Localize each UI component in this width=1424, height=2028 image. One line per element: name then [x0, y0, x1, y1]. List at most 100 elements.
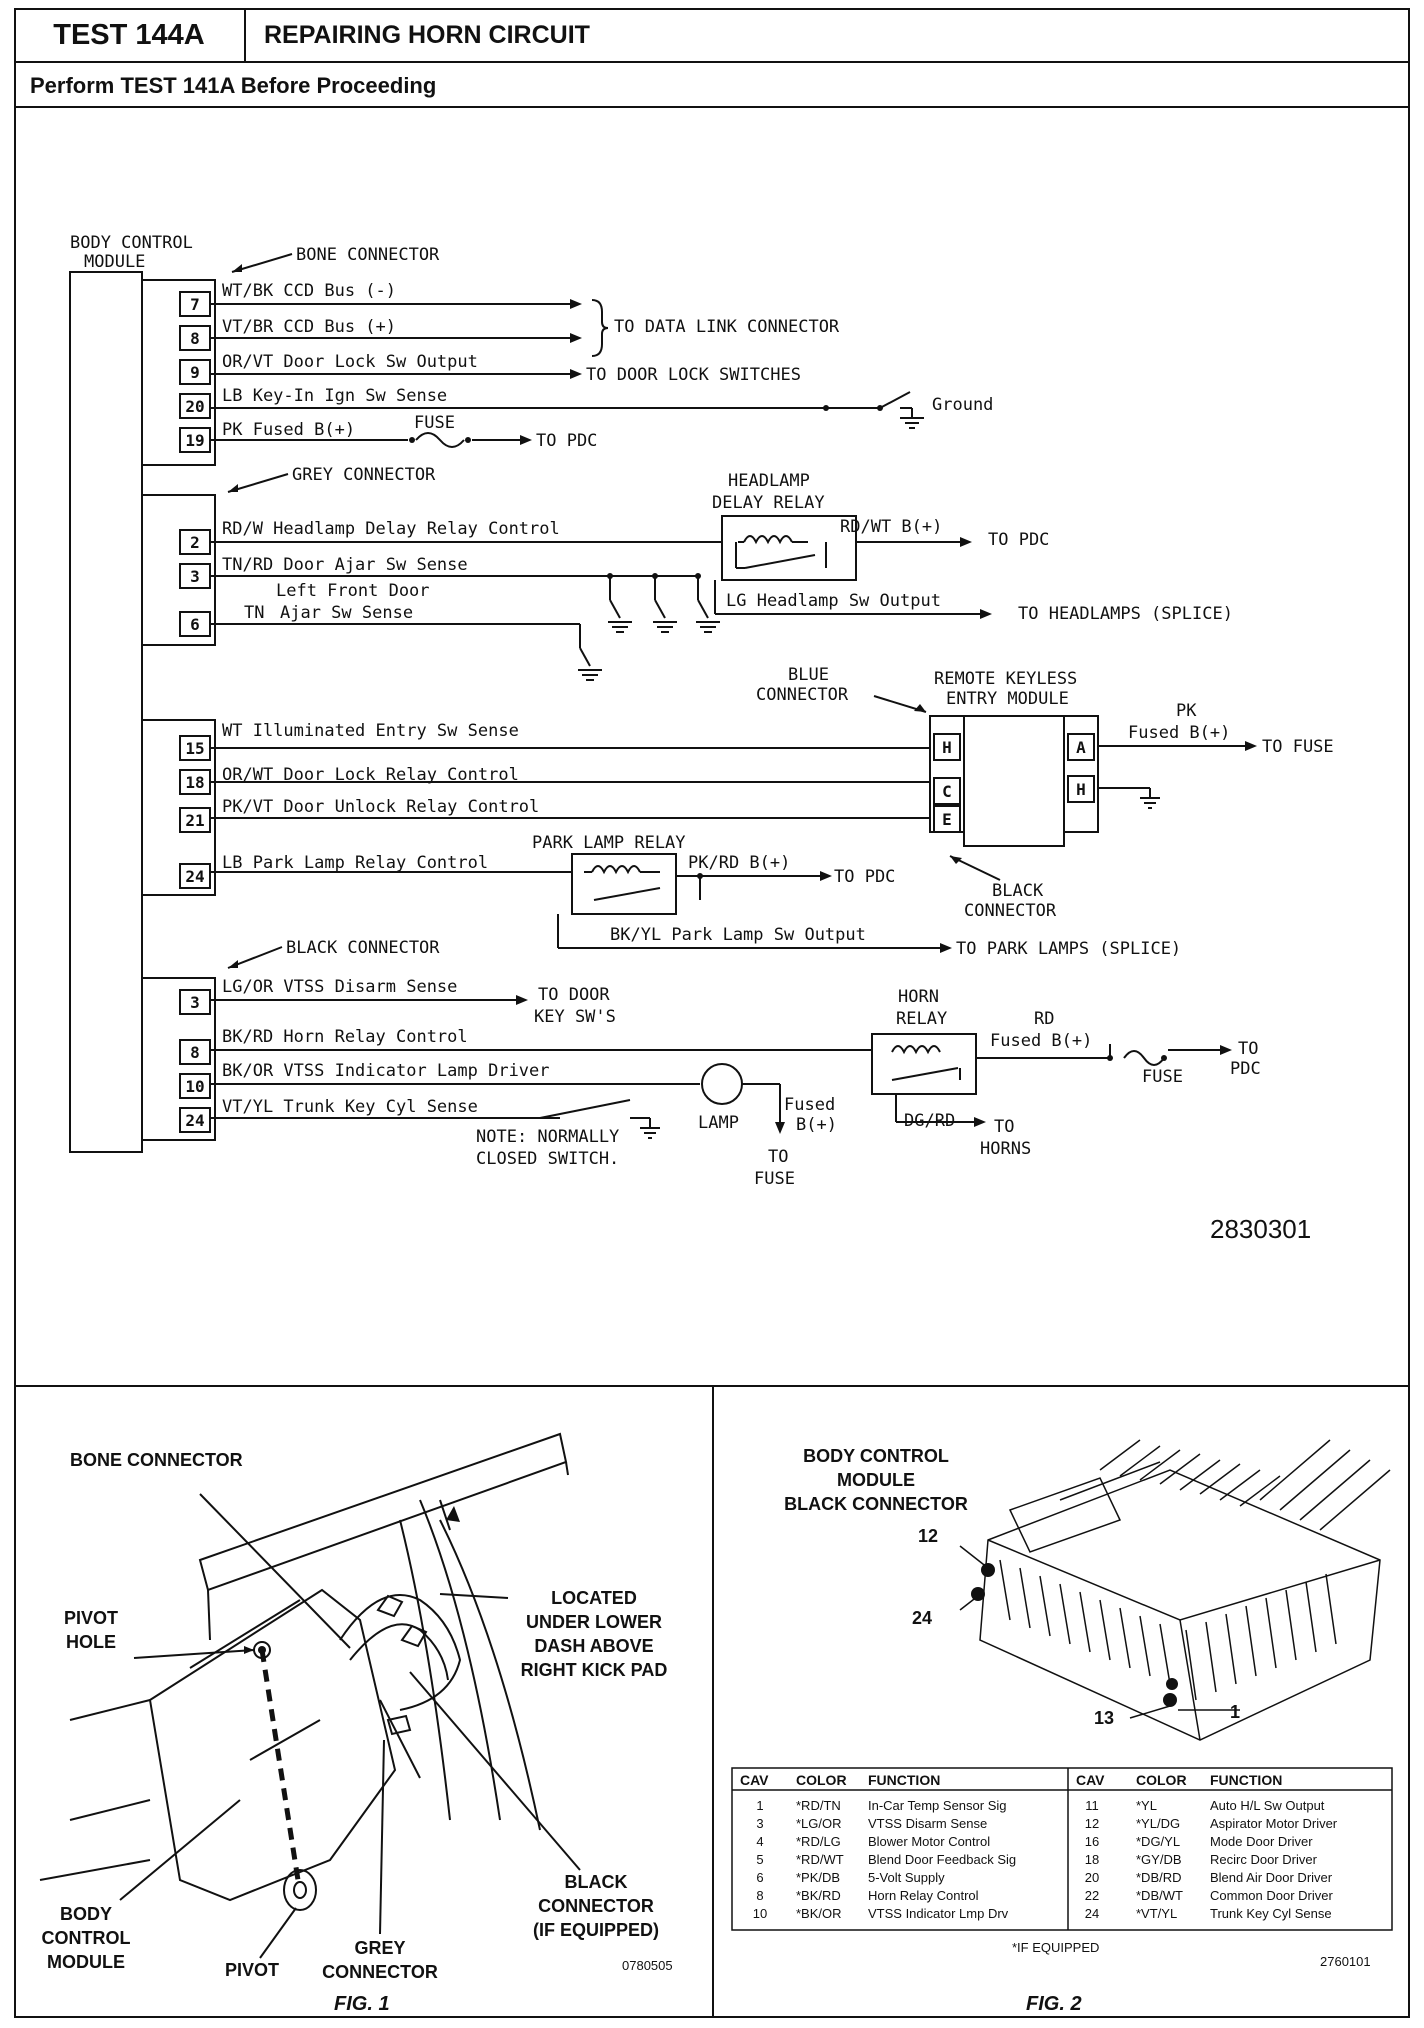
table-cell-func: Blower Motor Control	[868, 1834, 990, 1849]
rke-pin-h: H	[942, 738, 952, 757]
headlamp-relay-label-1: HEADLAMP	[728, 471, 810, 491]
table-cell-cav2: 12	[1085, 1816, 1099, 1831]
cavity-table-frame	[731, 1767, 1393, 1931]
table-cell-cav: 4	[756, 1834, 763, 1849]
to-pdc-4b: PDC	[1230, 1059, 1261, 1079]
wire-black-8-label: BK/RD Horn Relay Control	[222, 1027, 468, 1047]
rke-pin-h2: H	[1076, 780, 1086, 799]
to-pdc-4a: TO	[1238, 1039, 1258, 1059]
to-fuse-1: TO FUSE	[1262, 737, 1334, 757]
fig2-connector-illustration	[959, 1439, 1391, 1741]
fig2-title-1: BODY CONTROL	[803, 1446, 949, 1466]
to-door-label-2: KEY SW'S	[534, 1007, 616, 1027]
headlamp-relay-label-2: DELAY RELAY	[712, 493, 825, 513]
wire-9-label: OR/VT Door Lock Sw Output	[222, 352, 478, 372]
to-fuse-2a: TO	[768, 1147, 788, 1167]
table-cell-color2: *DG/YL	[1136, 1834, 1180, 1849]
wire-20-label: LB Key-In Ign Sw Sense	[222, 386, 447, 406]
table-cell-cav: 6	[756, 1870, 763, 1885]
fig1-black-1: BLACK	[565, 1872, 628, 1892]
table-cell-cav2: 16	[1085, 1834, 1099, 1849]
pin-24: 24	[185, 867, 204, 886]
fused-lamp-label-1: Fused	[784, 1095, 835, 1115]
to-pdc-1: TO PDC	[536, 431, 597, 451]
table-cell-func2: Auto H/L Sw Output	[1210, 1798, 1325, 1813]
pk-label: PK	[1176, 701, 1197, 721]
table-cell-cav: 10	[753, 1906, 767, 1921]
fig1-grey-2: CONNECTOR	[322, 1962, 438, 1982]
pin-black-10: 10	[185, 1077, 204, 1096]
to-pdc-3: TO PDC	[834, 867, 895, 887]
table-cell-cav2: 24	[1085, 1906, 1099, 1921]
fig2-label-12: 12	[918, 1526, 938, 1546]
fig1-pivot-hole-2: HOLE	[66, 1632, 116, 1652]
to-horns-2: HORNS	[980, 1139, 1031, 1159]
table-cell-cav2: 22	[1085, 1888, 1099, 1903]
horn-relay-label-2: RELAY	[896, 1009, 947, 1029]
fig1-black-3: (IF EQUIPPED)	[533, 1920, 659, 1940]
wire-7-label: WT/BK CCD Bus (-)	[222, 281, 396, 301]
to-park-lamps: TO PARK LAMPS (SPLICE)	[956, 939, 1181, 959]
table-cell-func2: Mode Door Driver	[1210, 1834, 1313, 1849]
wire-black-10-label: BK/OR VTSS Indicator Lamp Driver	[222, 1061, 550, 1081]
test-number: TEST 144A	[14, 8, 246, 63]
pin-18: 18	[185, 773, 204, 792]
table-cell-cav: 8	[756, 1888, 763, 1903]
table-cell-func2: Aspirator Motor Driver	[1210, 1816, 1338, 1831]
panel-divider-vertical	[712, 1385, 714, 2018]
th-color-2: COLOR	[1136, 1772, 1187, 1788]
table-cell-color: *PK/DB	[796, 1870, 840, 1885]
fig1-bone-connector: BONE CONNECTOR	[70, 1450, 243, 1470]
ground-label: Ground	[932, 395, 993, 415]
note-label-2: CLOSED SWITCH.	[476, 1149, 619, 1169]
pkrd-label: PK/RD B(+)	[688, 853, 790, 873]
lf-door-label-2: Ajar Sw Sense	[280, 603, 413, 623]
th-cav-1: CAV	[740, 1772, 769, 1788]
test-title: REPAIRING HORN CIRCUIT	[264, 21, 590, 49]
to-horns-1: TO	[994, 1117, 1014, 1137]
table-cell-func2: Common Door Driver	[1210, 1888, 1333, 1903]
table-cell-cav2: 11	[1085, 1798, 1099, 1813]
fig1-ref: 0780505	[622, 1958, 673, 1973]
blue-connector-label-1: BLUE	[788, 665, 829, 685]
subtitle: Perform TEST 141A Before Proceeding	[30, 73, 437, 98]
fig1-pivot-hole-1: PIVOT	[64, 1608, 118, 1628]
table-cell-cav2: 18	[1085, 1852, 1099, 1867]
tn-label: TN	[244, 603, 264, 623]
fig1-bcm-2: CONTROL	[42, 1928, 131, 1948]
rke-label-2: ENTRY MODULE	[946, 689, 1069, 709]
pin-19: 19	[185, 431, 204, 450]
to-data-link: TO DATA LINK CONNECTOR	[614, 317, 840, 337]
table-cell-func2: Trunk Key Cyl Sense	[1210, 1906, 1332, 1921]
pin-grey-6: 6	[190, 615, 200, 634]
note-label-1: NOTE: NORMALLY	[476, 1127, 619, 1147]
fig2-label-13: 13	[1094, 1708, 1114, 1728]
fig1-located-3: DASH ABOVE	[534, 1636, 653, 1656]
pin-8: 8	[190, 329, 200, 348]
black-connector-rke-1: BLACK	[992, 881, 1044, 901]
schematic-figure-number: 2830301	[1210, 1214, 1311, 1244]
fig1-located-1: LOCATED	[551, 1588, 637, 1608]
to-headlamps: TO HEADLAMPS (SPLICE)	[1018, 604, 1233, 624]
wire-grey-2-label: RD/W Headlamp Delay Relay Control	[222, 519, 560, 539]
wire-black-3-label: LG/OR VTSS Disarm Sense	[222, 977, 457, 997]
pin-grey-2: 2	[190, 533, 200, 552]
fig1-black-2: CONNECTOR	[538, 1896, 654, 1916]
fig2-label-24: 24	[912, 1608, 932, 1628]
table-cell-func: In-Car Temp Sensor Sig	[868, 1798, 1007, 1813]
lf-door-label-1: Left Front Door	[276, 581, 430, 601]
bkyl-label: BK/YL Park Lamp Sw Output	[610, 925, 866, 945]
table-cell-color2: *VT/YL	[1136, 1906, 1177, 1921]
fig1-caption: FIG. 1	[334, 1993, 390, 2015]
fuse-top-label: FUSE	[414, 413, 455, 433]
wire-grey-3-label: TN/RD Door Ajar Sw Sense	[222, 555, 468, 575]
fig2-title-3: BLACK CONNECTOR	[784, 1494, 968, 1514]
bcm-label-2: MODULE	[84, 252, 145, 272]
